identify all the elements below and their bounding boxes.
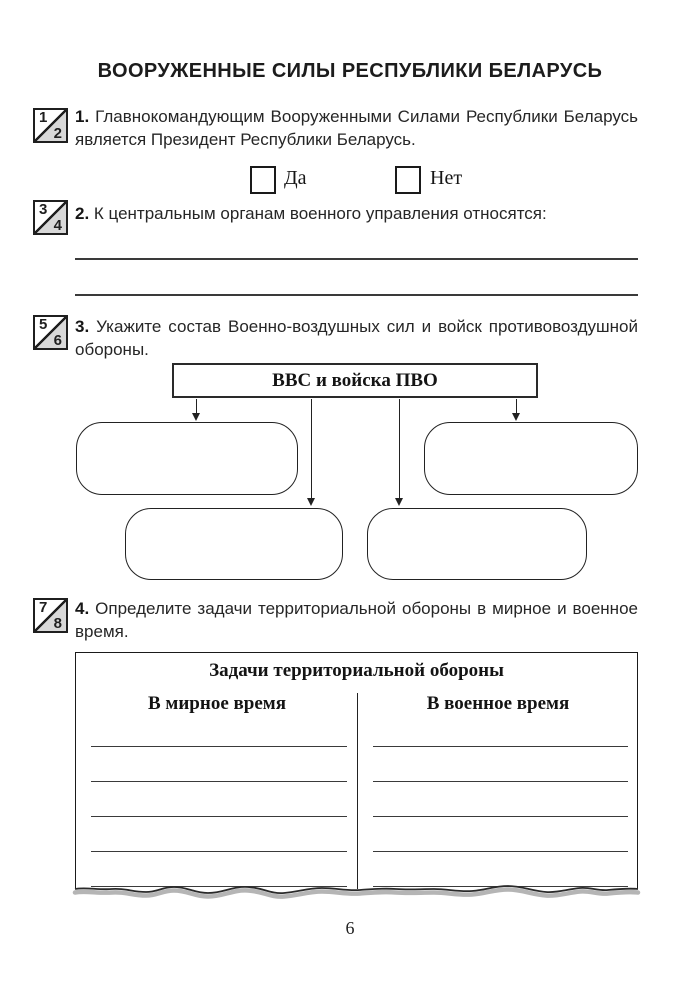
question-body: Укажите состав Военно-воздушных сил и во… bbox=[75, 317, 638, 359]
question-2-marker: 3 4 bbox=[33, 200, 68, 235]
answer-line-1[interactable] bbox=[75, 258, 638, 260]
question-1-text: 1. Главнокомандующим Вооруженными Силами… bbox=[75, 105, 638, 151]
peacetime-answer-line-4[interactable] bbox=[91, 851, 347, 852]
flowchart-answer-box-3[interactable] bbox=[125, 508, 343, 580]
marker-number-bottom: 6 bbox=[53, 332, 62, 349]
marker-number-bottom: 4 bbox=[53, 217, 62, 234]
flowchart-answer-box-1[interactable] bbox=[76, 422, 298, 495]
peacetime-answer-line-3[interactable] bbox=[91, 816, 347, 817]
flowchart-root-box: ВВС и войска ПВО bbox=[172, 363, 538, 398]
question-3-text: 3. Укажите состав Военно-воздушных сил и… bbox=[75, 315, 638, 361]
question-4-text: 4. Определите задачи территориальной обо… bbox=[75, 597, 638, 643]
peacetime-answer-line-2[interactable] bbox=[91, 781, 347, 782]
page-number: 6 bbox=[345, 918, 355, 938]
flow-arrow-2 bbox=[306, 399, 315, 506]
table-title: Задачи территориальной обороны bbox=[209, 660, 504, 681]
page-title: ВООРУЖЕННЫЕ СИЛЫ РЕСПУБЛИКИ БЕЛАРУСЬ bbox=[97, 60, 603, 82]
torn-paper-edge bbox=[72, 885, 641, 899]
checkbox-no-label: Нет bbox=[430, 167, 463, 189]
marker-number-top: 3 bbox=[39, 201, 48, 218]
marker-number-top: 1 bbox=[39, 109, 48, 126]
column-header-wartime: В военное время bbox=[426, 693, 570, 714]
wartime-answer-line-1[interactable] bbox=[373, 746, 628, 747]
checkbox-no[interactable] bbox=[395, 166, 421, 194]
checkbox-yes[interactable] bbox=[250, 166, 276, 194]
flowchart-answer-box-4[interactable] bbox=[367, 508, 587, 580]
question-2-text: 2. К центральным органам военного управл… bbox=[75, 202, 638, 225]
marker-number-bottom: 2 bbox=[53, 125, 62, 142]
question-body: Определите задачи территориальной оборон… bbox=[75, 599, 638, 641]
marker-number-top: 7 bbox=[39, 599, 48, 616]
peacetime-answer-line-5[interactable] bbox=[91, 886, 347, 887]
flow-arrow-3 bbox=[394, 399, 403, 506]
question-body: К центральным органам военного управлени… bbox=[93, 204, 547, 223]
answer-line-2[interactable] bbox=[75, 294, 638, 296]
table-column-divider bbox=[357, 693, 358, 889]
question-number: 4. bbox=[75, 599, 90, 618]
wartime-answer-line-3[interactable] bbox=[373, 816, 628, 817]
question-3-marker: 5 6 bbox=[33, 315, 68, 350]
question-4-marker: 7 8 bbox=[33, 598, 68, 633]
tasks-table: Задачи территориальной обороны В мирное … bbox=[75, 652, 638, 889]
wartime-answer-line-2[interactable] bbox=[373, 781, 628, 782]
checkbox-yes-label: Да bbox=[284, 167, 307, 189]
marker-number-top: 5 bbox=[39, 316, 48, 333]
flow-arrow-1 bbox=[191, 399, 200, 421]
marker-number-bottom: 8 bbox=[53, 615, 62, 632]
flowchart-answer-box-2[interactable] bbox=[424, 422, 638, 495]
question-number: 2. bbox=[75, 204, 90, 223]
peacetime-answer-line-1[interactable] bbox=[91, 746, 347, 747]
column-header-peacetime: В мирное время bbox=[148, 693, 286, 714]
question-body: Главнокомандующим Вооруженными Силами Ре… bbox=[75, 107, 639, 149]
flow-arrow-4 bbox=[511, 399, 520, 421]
question-1-marker: 1 2 bbox=[33, 108, 68, 143]
wartime-answer-line-4[interactable] bbox=[373, 851, 628, 852]
question-number: 3. bbox=[75, 317, 90, 336]
question-number: 1. bbox=[75, 107, 90, 126]
